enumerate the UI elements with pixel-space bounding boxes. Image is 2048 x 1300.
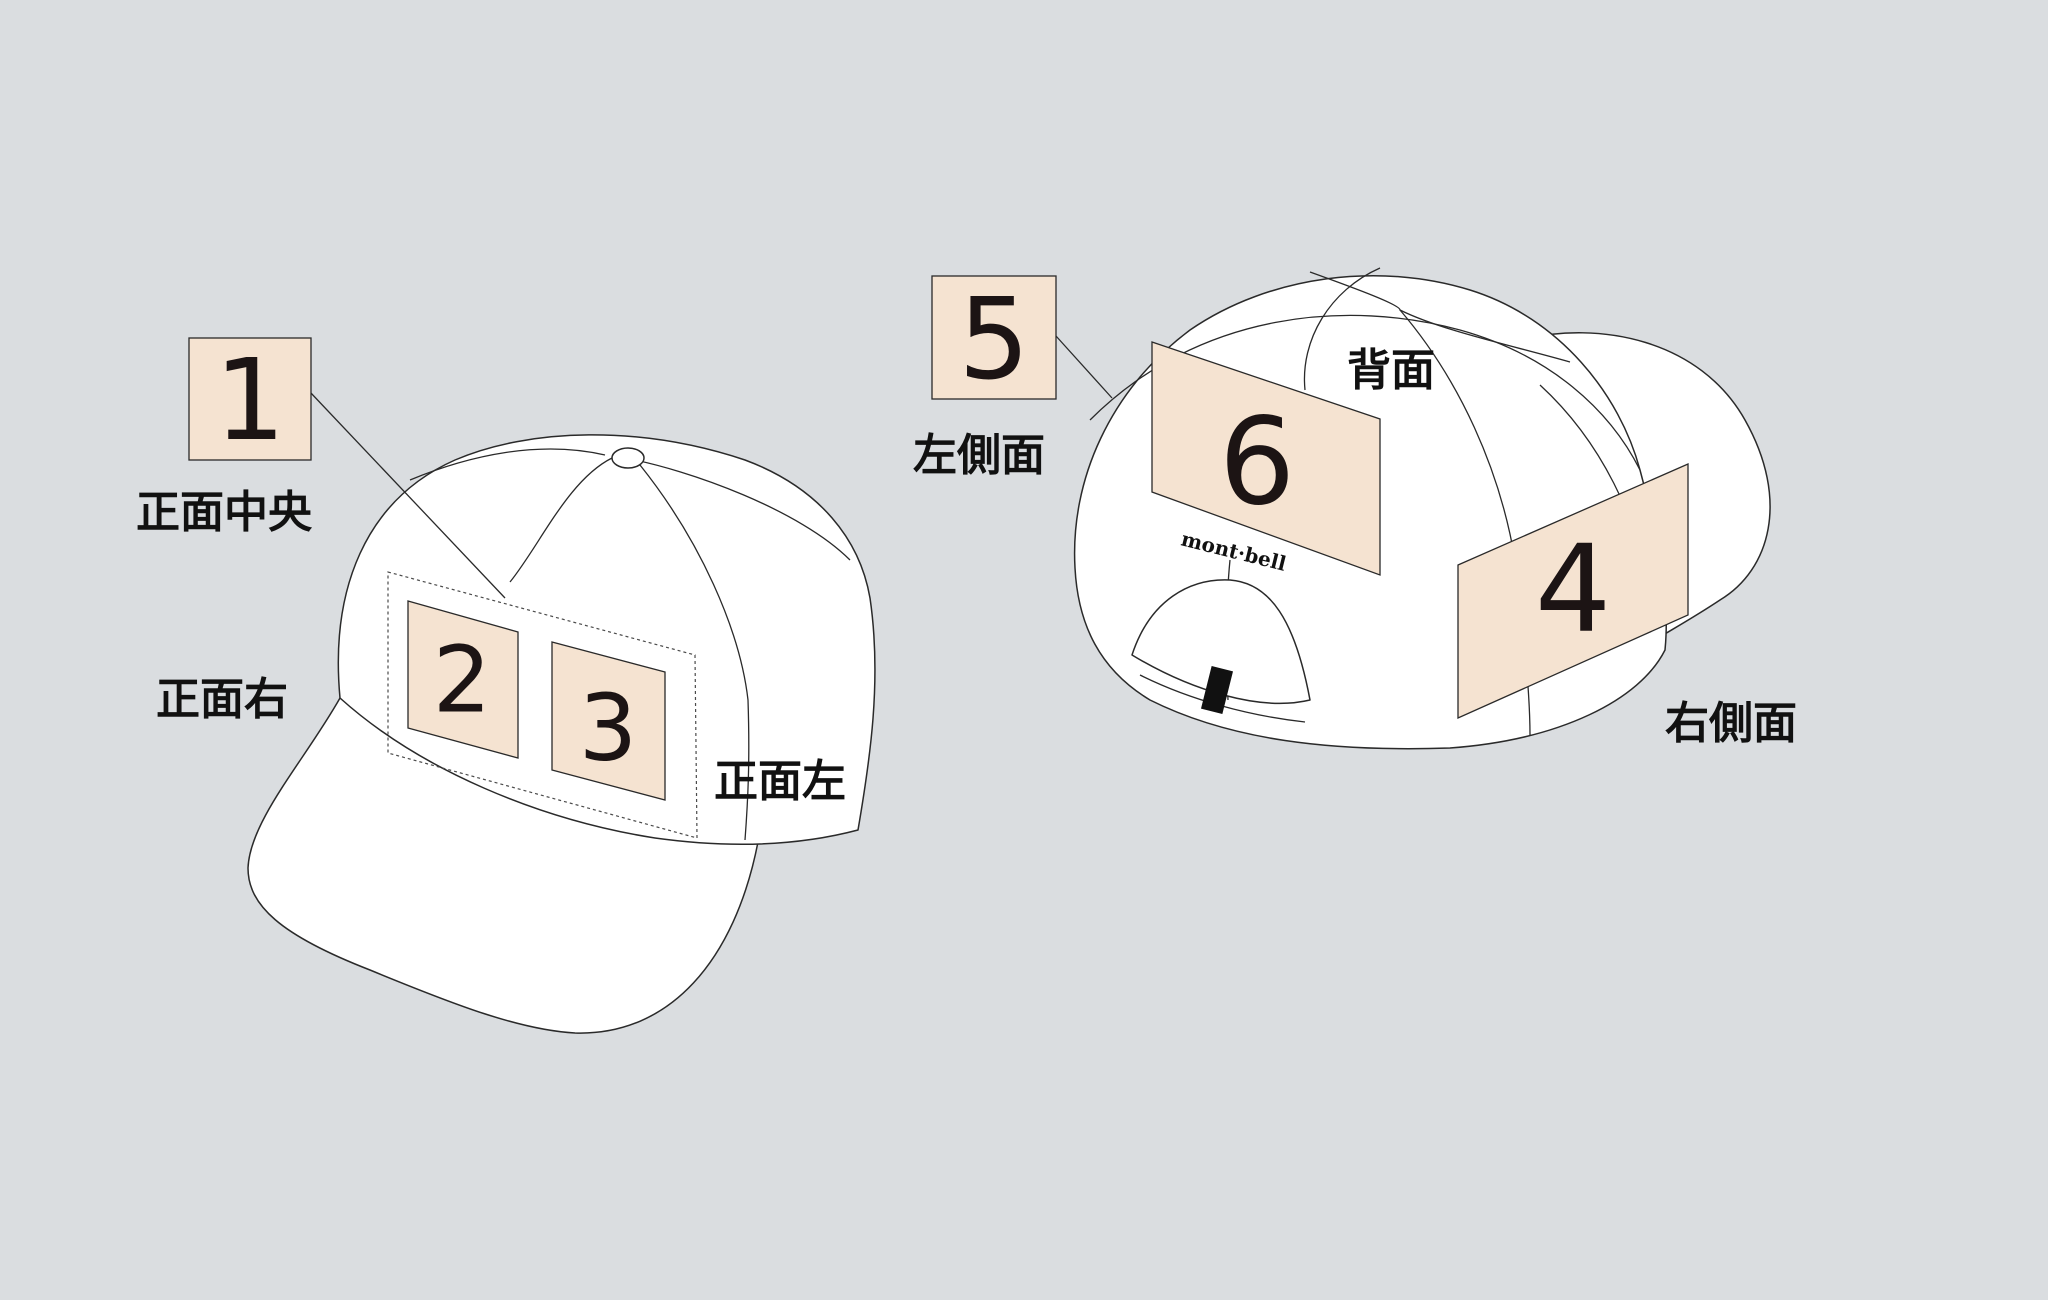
position-4-label: 右側面 [1665, 698, 1797, 749]
right-side-patch [1457, 463, 1689, 720]
back-patch [1151, 341, 1381, 576]
position-6-number: 6 [1219, 394, 1295, 533]
position-3-number: 3 [579, 675, 638, 782]
back-cap-seam [1309, 271, 1571, 363]
front-left-patch [551, 641, 666, 801]
position-5-label: 左側面 [913, 430, 1045, 481]
front-print-area-outline [387, 571, 698, 839]
position-1-box [188, 337, 312, 461]
position-5-box [931, 275, 1057, 400]
front-right-patch [407, 600, 519, 759]
front-cap-seam [639, 464, 750, 841]
position-5-number: 5 [958, 275, 1029, 405]
back-cap-buckle [1201, 665, 1233, 715]
back-cap: 6 mont·bell 4 5 [931, 267, 1771, 750]
position-2-label: 正面右 [156, 674, 288, 725]
position-6-label: 背面 [1347, 345, 1435, 396]
position-3-label: 正面左 [714, 756, 846, 807]
front-cap-top-button [611, 447, 645, 469]
front-cap-seam [509, 457, 613, 583]
position-5-leader-line [1055, 335, 1113, 399]
position-1-label: 正面中央 [136, 487, 313, 538]
position-2-number: 2 [433, 627, 492, 734]
front-cap-seam [409, 448, 606, 481]
back-cap-seam [1303, 267, 1381, 391]
front-cap-seam [624, 457, 851, 561]
position-4-number: 4 [1535, 521, 1611, 660]
position-1-leader-line [309, 391, 506, 599]
position-1-number: 1 [214, 336, 285, 466]
front-cap: 2 3 1 [188, 336, 876, 1034]
